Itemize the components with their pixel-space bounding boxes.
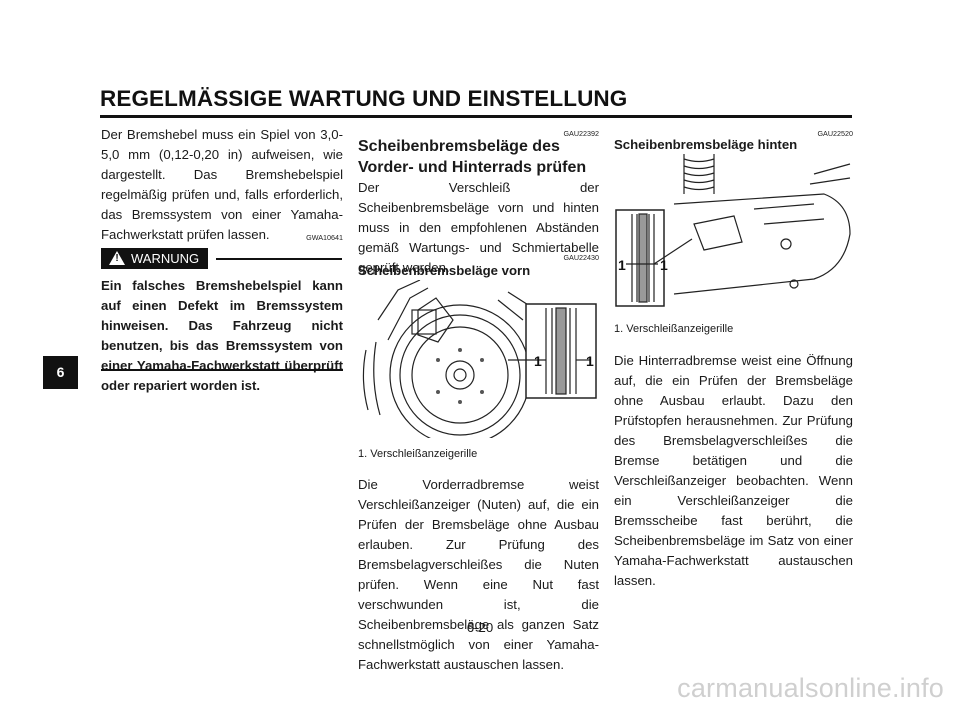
col1-paragraph: Der Bremshebel muss ein Spiel von 3,0-5,…: [101, 127, 343, 242]
front-brake-illustration: 1 1: [362, 280, 597, 438]
warning-rule: [216, 258, 342, 260]
rear-caption: 1. Verschleißanzeigerille: [614, 323, 734, 335]
warning-label: WARNUNG: [131, 251, 200, 266]
warning-code: GWA10641: [306, 233, 343, 242]
section-code: GAU22392: [563, 129, 599, 138]
warning-end-rule: [101, 369, 343, 371]
warning-badge: ! WARNUNG: [101, 248, 208, 269]
watermark: carmanualsonline.info: [677, 673, 944, 703]
rear-subtitle: Scheibenbremsbeläge hinten: [614, 137, 798, 152]
warning-text: Ein falsches Bremshebelspiel kann auf ei…: [101, 278, 343, 393]
warning-triangle-icon: [109, 251, 125, 265]
title-rule: [100, 115, 852, 118]
exclamation-icon: !: [115, 253, 119, 264]
section-intro: Der Verschleiß der Scheibenbremsbeläge v…: [358, 180, 599, 275]
front-code: GAU22430: [563, 253, 599, 262]
rear-brake-illustration: 1 1: [615, 154, 851, 307]
rear-fig-label-left: 1: [618, 257, 626, 273]
rear-fig-label-right: 1: [660, 257, 668, 273]
front-subtitle: Scheibenbremsbeläge vorn: [358, 263, 531, 278]
chapter-tab: 6: [43, 356, 78, 389]
front-fig-label-right: 1: [586, 353, 594, 369]
section-title: Scheibenbremsbeläge des Vorder- und Hint…: [358, 138, 587, 176]
rear-body: Die Hinterradbremse weist eine Öffnung a…: [614, 353, 853, 588]
front-caption: 1. Verschleißanzeigerille: [358, 448, 478, 460]
front-fig-label-left: 1: [534, 353, 542, 369]
page-title: REGELMÄSSIGE WARTUNG UND EINSTELLUNG: [100, 86, 628, 111]
front-body: Die Vorderradbremse weist Verschleißanze…: [358, 477, 599, 672]
rear-code: GAU22520: [817, 129, 853, 138]
page-number: 6-20: [466, 620, 494, 635]
